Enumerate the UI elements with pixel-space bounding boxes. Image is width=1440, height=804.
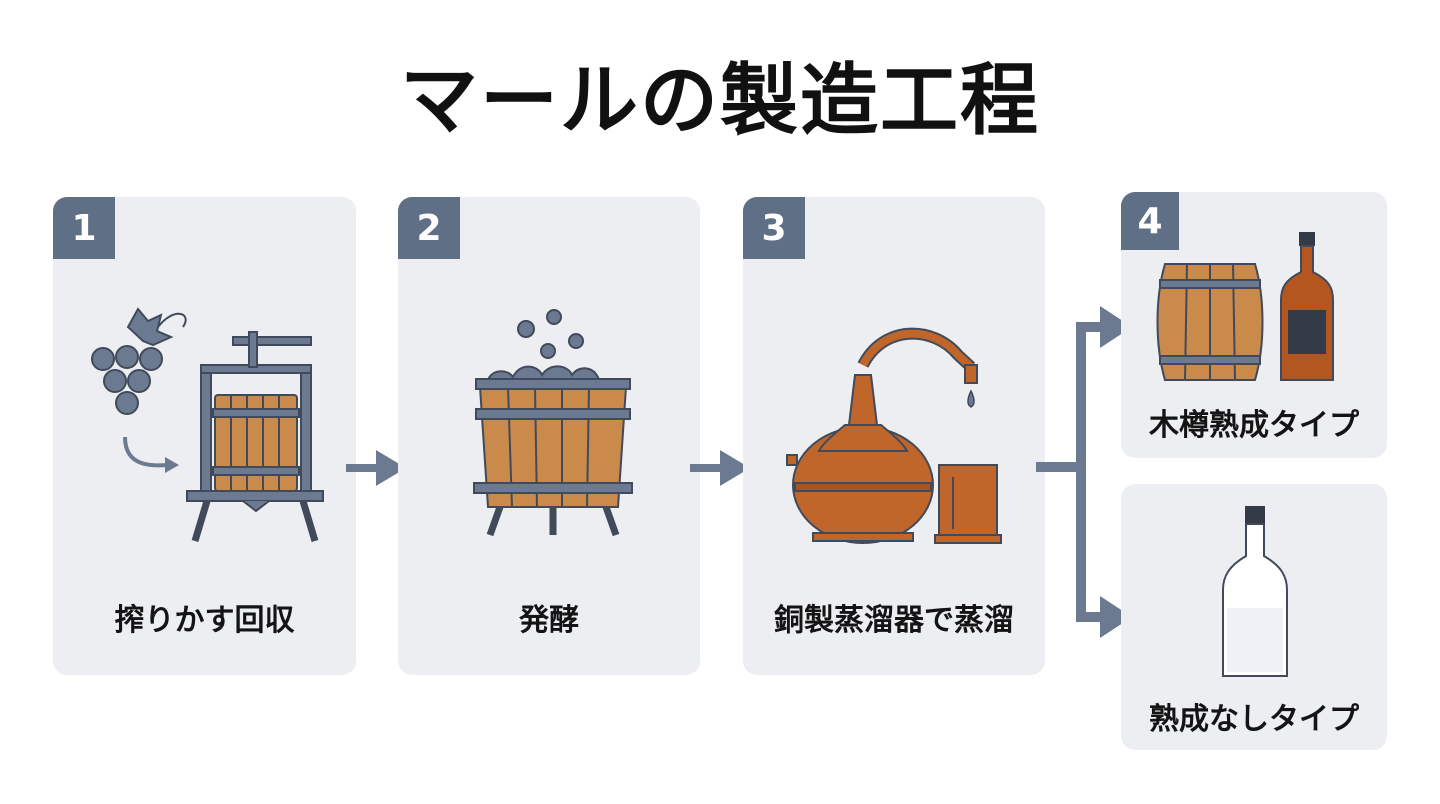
outcome-label: 木樽熟成タイプ: [1149, 408, 1359, 443]
step-card-3: 3 銅製蒸溜器で蒸溜: [743, 197, 1045, 675]
arrow-right-icon: [346, 450, 406, 486]
outcome-label: 熟成なしタイプ: [1149, 702, 1359, 737]
arrow-right-icon: [690, 450, 750, 486]
step-label: 銅製蒸溜器で蒸溜: [774, 603, 1014, 638]
step-card-4-aged: 4 木樽熟成タイプ: [1121, 192, 1387, 458]
barrel-aged-bottle-icon: [1156, 232, 1334, 381]
fermentation-barrel-icon: [473, 309, 633, 537]
clear-bottle-icon: [1222, 506, 1288, 677]
step-card-4-unaged: 熟成なしタイプ: [1121, 484, 1387, 750]
step-card-1: 1 搾りかす回収: [53, 197, 356, 675]
copper-still-icon: [786, 327, 1002, 544]
step-number-badge: 3: [743, 197, 805, 259]
step-card-2: 2 発酵: [398, 197, 700, 675]
step-number-badge: 4: [1121, 192, 1179, 250]
grape-press-icon: [91, 307, 324, 543]
step-number-badge: 1: [53, 197, 115, 259]
step-label: 発酵: [519, 603, 579, 638]
page-title: マールの製造工程: [399, 56, 1040, 146]
branch-arrow-icon: [1036, 306, 1132, 638]
step-label: 搾りかす回収: [114, 603, 295, 638]
step-number-badge: 2: [398, 197, 460, 259]
